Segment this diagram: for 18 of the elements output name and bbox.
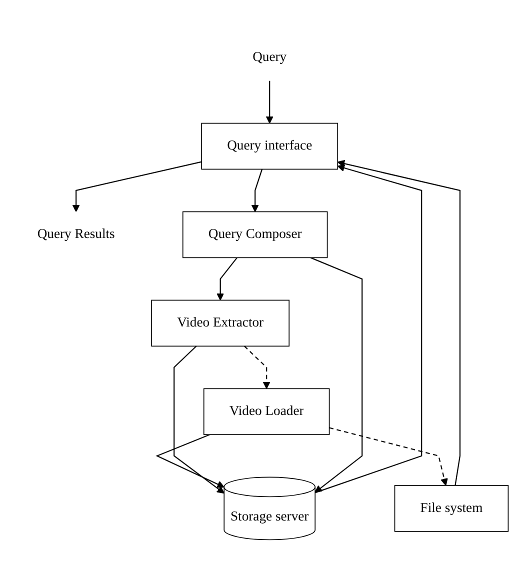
arrow [266,80,274,124]
node-text: Query [252,50,287,65]
node-box: Query interface [201,123,338,170]
node-text: Query Results [37,227,115,242]
node-box: Video Extractor [151,300,290,347]
arrow [72,161,202,212]
arrow [251,169,263,212]
arrow [310,257,363,493]
arrow [156,434,224,488]
node-box: File system [394,485,509,532]
arrow [174,346,224,494]
arrow [216,258,238,301]
arrow [244,346,270,390]
arrow [314,164,422,494]
node-box: Query Composer [182,212,328,258]
arrow [329,427,448,486]
node-box: Video Loader [203,388,330,436]
arrow [337,160,461,486]
